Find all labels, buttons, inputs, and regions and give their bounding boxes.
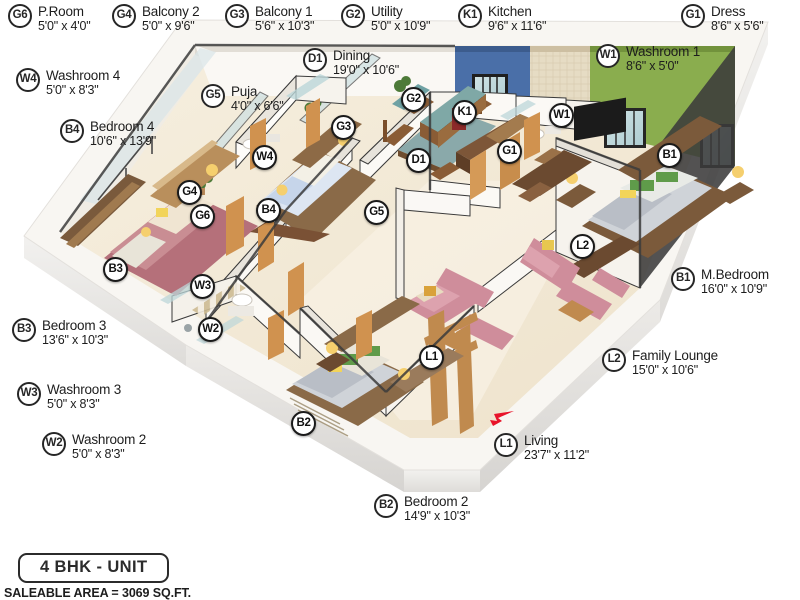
badge-G5: G5	[201, 84, 225, 108]
legend: 4 BHK - UNIT SALEABLE AREA = 3069 SQ.FT.	[4, 553, 191, 600]
room-name-B4: Bedroom 4	[90, 119, 155, 134]
room-dim-G3: 5'6" x 10'3"	[255, 19, 315, 34]
badge-W2: W2	[42, 432, 66, 456]
familylounge-furniture	[520, 97, 640, 322]
room-name-B1: M.Bedroom	[701, 267, 769, 282]
room-dim-L2: 15'0" x 10'6"	[632, 363, 698, 378]
room-name-G6: P.Room	[38, 4, 84, 19]
badge-G2: G2	[341, 4, 365, 28]
plan-pin-W2[interactable]: W2	[198, 317, 223, 342]
plan-pin-K1[interactable]: K1	[452, 100, 477, 125]
plan-pin-G4[interactable]: G4	[177, 180, 202, 205]
unit-type-label: 4 BHK - UNIT	[18, 553, 170, 583]
plan-pin-L1[interactable]: L1	[419, 345, 444, 370]
room-dim-B1: 16'0" x 10'9"	[701, 282, 767, 297]
plan-pin-G2[interactable]: G2	[401, 87, 426, 112]
plan-pin-W1[interactable]: W1	[549, 103, 574, 128]
room-name-W1: Washroom 1	[626, 44, 701, 59]
badge-L2: L2	[602, 348, 626, 372]
badge-W1: W1	[596, 44, 620, 68]
plan-pin-B1[interactable]: B1	[657, 143, 682, 168]
room-name-K1: Kitchen	[488, 4, 532, 19]
bedroom3-furniture	[60, 140, 258, 296]
room-dim-W1: 8'6" x 5'0"	[626, 59, 679, 74]
plan-pin-G1[interactable]: G1	[497, 139, 522, 164]
badge-D1: D1	[303, 48, 327, 72]
badge-B2: B2	[374, 494, 398, 518]
plan-pin-G5[interactable]: G5	[364, 200, 389, 225]
badge-G3: G3	[225, 4, 249, 28]
plan-pin-G6[interactable]: G6	[190, 204, 215, 229]
room-name-G4: Balcony 2	[142, 4, 200, 19]
badge-K1: K1	[458, 4, 482, 28]
room-name-B3: Bedroom 3	[42, 318, 107, 333]
plan-pin-B3[interactable]: B3	[103, 257, 128, 282]
room-name-G5: Puja	[231, 84, 258, 99]
room-name-G3: Balcony 1	[255, 4, 313, 19]
room-name-L1: Living	[524, 433, 559, 448]
plan-pin-G3[interactable]: G3	[331, 115, 356, 140]
saleable-area-label: SALEABLE AREA = 3069 SQ.FT.	[4, 586, 192, 600]
room-dim-B2: 14'9" x 10'3"	[404, 509, 470, 524]
room-name-G2: Utility	[371, 4, 403, 19]
room-dim-G2: 5'0" x 10'9"	[371, 19, 431, 34]
plan-pin-B2[interactable]: B2	[291, 411, 316, 436]
room-dim-G6: 5'0" x 4'0"	[38, 19, 91, 34]
room-dim-G1: 8'6" x 5'6"	[711, 19, 764, 34]
plan-pin-L2[interactable]: L2	[570, 234, 595, 259]
room-dim-B3: 13'6" x 10'3"	[42, 333, 108, 348]
room-dim-L1: 23'7" x 11'2"	[524, 448, 590, 463]
badge-B4: B4	[60, 119, 84, 143]
room-dim-G5: 4'0" x 6'6"	[231, 99, 284, 114]
room-dim-G4: 5'0" x 9'6"	[142, 19, 195, 34]
room-dim-W3: 5'0" x 8'3"	[47, 397, 100, 412]
plan-pin-B4[interactable]: B4	[256, 198, 281, 223]
badge-B3: B3	[12, 318, 36, 342]
room-name-W4: Washroom 4	[46, 68, 121, 83]
badge-B1: B1	[671, 267, 695, 291]
room-dim-B4: 10'6" x 13'9"	[90, 134, 156, 149]
room-name-W3: Washroom 3	[47, 382, 122, 397]
room-name-G1: Dress	[711, 4, 746, 19]
room-name-D1: Dining	[333, 48, 371, 63]
room-name-B2: Bedroom 2	[404, 494, 469, 509]
plan-pin-W3[interactable]: W3	[190, 274, 215, 299]
plan-pin-D1[interactable]: D1	[406, 148, 431, 173]
badge-W4: W4	[16, 68, 40, 92]
plan-pin-W4[interactable]: W4	[252, 145, 277, 170]
badge-G6: G6	[8, 4, 32, 28]
room-dim-K1: 9'6" x 11'6"	[488, 19, 547, 34]
badge-G1: G1	[681, 4, 705, 28]
room-dim-W4: 5'0" x 8'3"	[46, 83, 99, 98]
room-name-L2: Family Lounge	[632, 348, 718, 363]
badge-W3: W3	[17, 382, 41, 406]
room-dim-W2: 5'0" x 8'3"	[72, 447, 125, 462]
badge-G4: G4	[112, 4, 136, 28]
room-dim-D1: 19'0" x 10'6"	[333, 63, 399, 78]
badge-L1: L1	[494, 433, 518, 457]
room-name-W2: Washroom 2	[72, 432, 147, 447]
entrance-arrow-icon	[490, 411, 514, 426]
